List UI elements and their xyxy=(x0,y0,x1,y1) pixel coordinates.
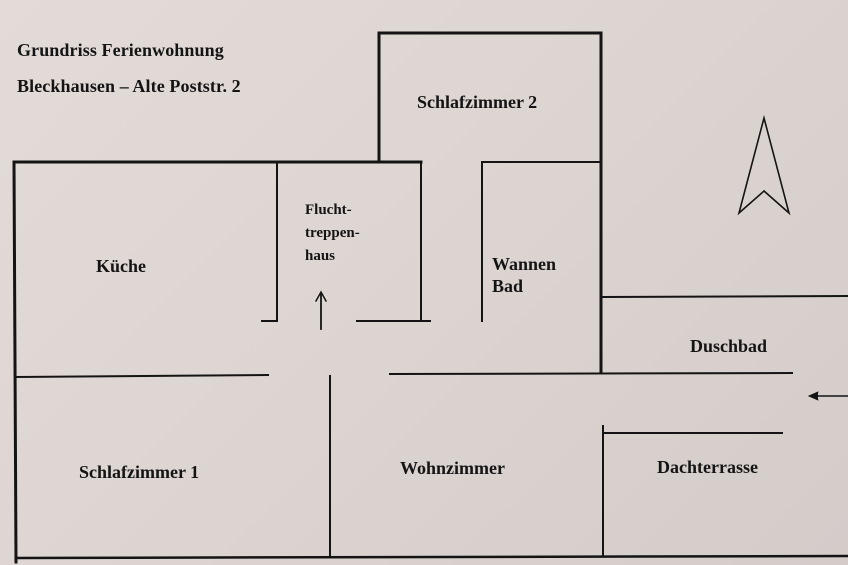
wall-left xyxy=(12,160,18,564)
room-label-fluchttreppenhaus: Flucht- treppen- haus xyxy=(305,199,360,268)
room-label-duschbad: Duschbad xyxy=(690,336,768,356)
plan-address: Bleckhausen – Alte Poststr. 2 xyxy=(17,76,241,96)
room-label-line: treppen- xyxy=(305,225,360,241)
up-arrow-icon xyxy=(314,290,328,330)
room-label-dachterrasse: Dachterrasse xyxy=(657,457,758,477)
room-label-schlafzimmer-2: Schlafzimmer 2 xyxy=(417,92,538,112)
wall-kueche-bottom xyxy=(14,373,270,379)
room-label-wannenbad: Wannen Bad xyxy=(492,253,556,297)
north-arrow-icon xyxy=(737,114,791,216)
room-label-kueche: Küche xyxy=(96,256,147,276)
room-label-schlafzimmer-1: Schlafzimmer 1 xyxy=(79,462,200,482)
wall-duschbad-top xyxy=(599,294,848,299)
wall-corridor-bottom xyxy=(388,371,794,376)
room-label-line: Wannen xyxy=(492,254,557,274)
room-label-wohnzimmer: Wohnzimmer xyxy=(400,458,505,478)
left-arrow-icon xyxy=(807,391,848,401)
plan-title: Grundriss Ferienwohnung xyxy=(17,40,224,60)
room-label-line: haus xyxy=(305,248,336,264)
wall-bottom xyxy=(14,554,848,560)
room-label-line: Flucht- xyxy=(305,202,352,218)
room-label-line: Bad xyxy=(492,276,524,296)
